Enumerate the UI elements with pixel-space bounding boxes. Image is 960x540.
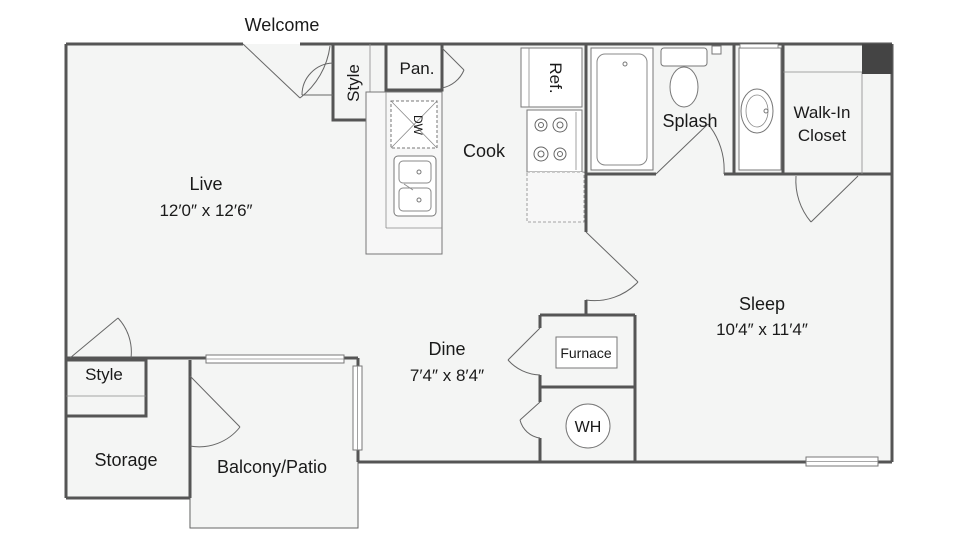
dishwasher-label: DW [411,115,425,136]
sleep-window [805,456,879,467]
live-dimensions: 12′0″ x 12′6″ [159,201,252,220]
live-label: Live [189,174,222,194]
sleep-label: Sleep [739,294,785,314]
dine-dimensions: 7′4″ x 8′4″ [410,366,484,385]
outer-walls [64,42,894,500]
cook-label: Cook [463,141,506,161]
bathroom-vanity [738,43,782,171]
bathroom-walls [584,44,892,232]
range-stove [526,109,583,173]
sleep-dimensions: 10′4″ x 11′4″ [716,320,808,339]
sliding-door-balcony [205,354,345,364]
pantry-label: Pan. [400,59,435,78]
storage-door [189,375,241,448]
walk-in-label-line2: Closet [798,126,846,145]
pantry [384,44,465,92]
balcony-label: Balcony/Patio [217,457,327,477]
kitchen-counter-right [526,171,585,223]
sliding-door-side [352,365,363,451]
style-closet-left [66,317,148,418]
balcony-floor [189,360,358,528]
storage-label: Storage [94,450,157,470]
dine-label: Dine [428,339,465,359]
entry-door [242,43,331,99]
bathtub [590,47,654,171]
toilet [660,45,722,108]
kitchen-sink [393,155,437,217]
water-heater-label: WH [575,419,602,436]
welcome-label: Welcome [245,15,320,35]
refrigerator [520,47,583,108]
storage-floor [66,360,190,498]
walk-in-closet [783,44,892,223]
bathroom-door [655,123,725,175]
furnace-label: Furnace [560,345,612,361]
dishwasher [390,100,438,149]
water-heater-closet [519,401,611,449]
balcony-outline [189,462,359,529]
style-closet-top-label: Style [344,64,363,102]
sleep-door [584,231,639,315]
furnace-closet [507,313,637,462]
walk-in-label-line1: Walk-In [794,103,851,122]
splash-label: Splash [662,111,717,131]
refrigerator-label: Ref. [546,62,565,93]
style-closet-left-label: Style [85,365,123,384]
